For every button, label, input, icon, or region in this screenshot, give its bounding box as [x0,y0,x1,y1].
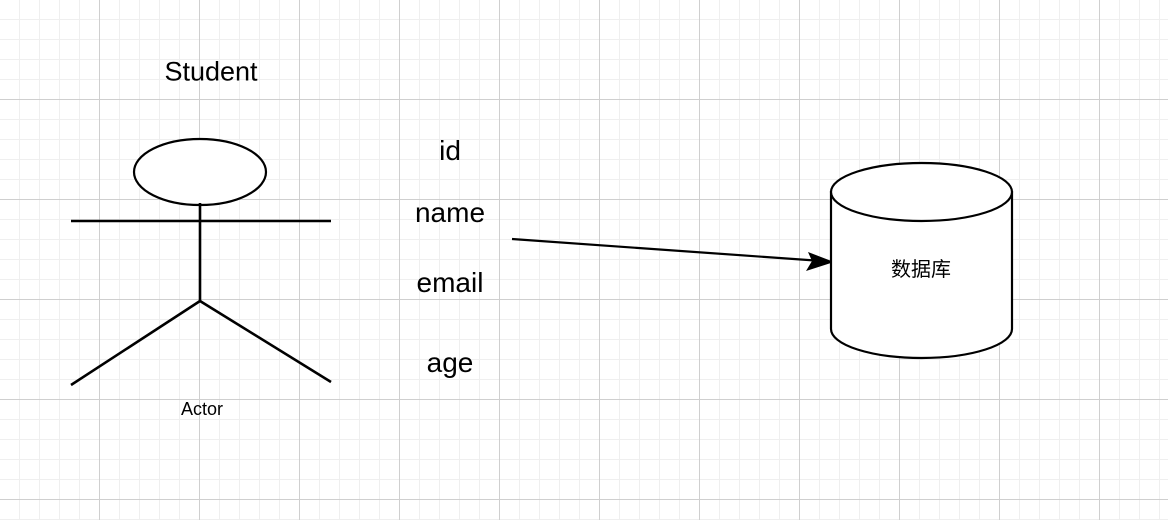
actor-caption[interactable]: Actor [180,399,224,419]
database-cylinder-top [829,161,1014,223]
database-cylinder[interactable] [829,161,1014,360]
attribute-name[interactable]: name [414,197,486,228]
actor-right-leg-line[interactable] [199,299,332,384]
database-label[interactable]: 数据库 [891,257,951,281]
attribute-age[interactable]: age [426,347,474,378]
attribute-email[interactable]: email [416,267,484,298]
attribute-id[interactable]: id [439,135,461,166]
arrow-shaft [511,237,823,263]
arrow-head-icon [806,252,834,271]
attributes-to-database-arrow[interactable] [511,237,834,271]
actor-figure [70,137,332,387]
actor-title[interactable]: Student [164,56,258,87]
database-cylinder-body [829,190,1014,360]
actor-left-leg-line[interactable] [70,299,201,387]
actor-head-ellipse[interactable] [132,137,268,207]
